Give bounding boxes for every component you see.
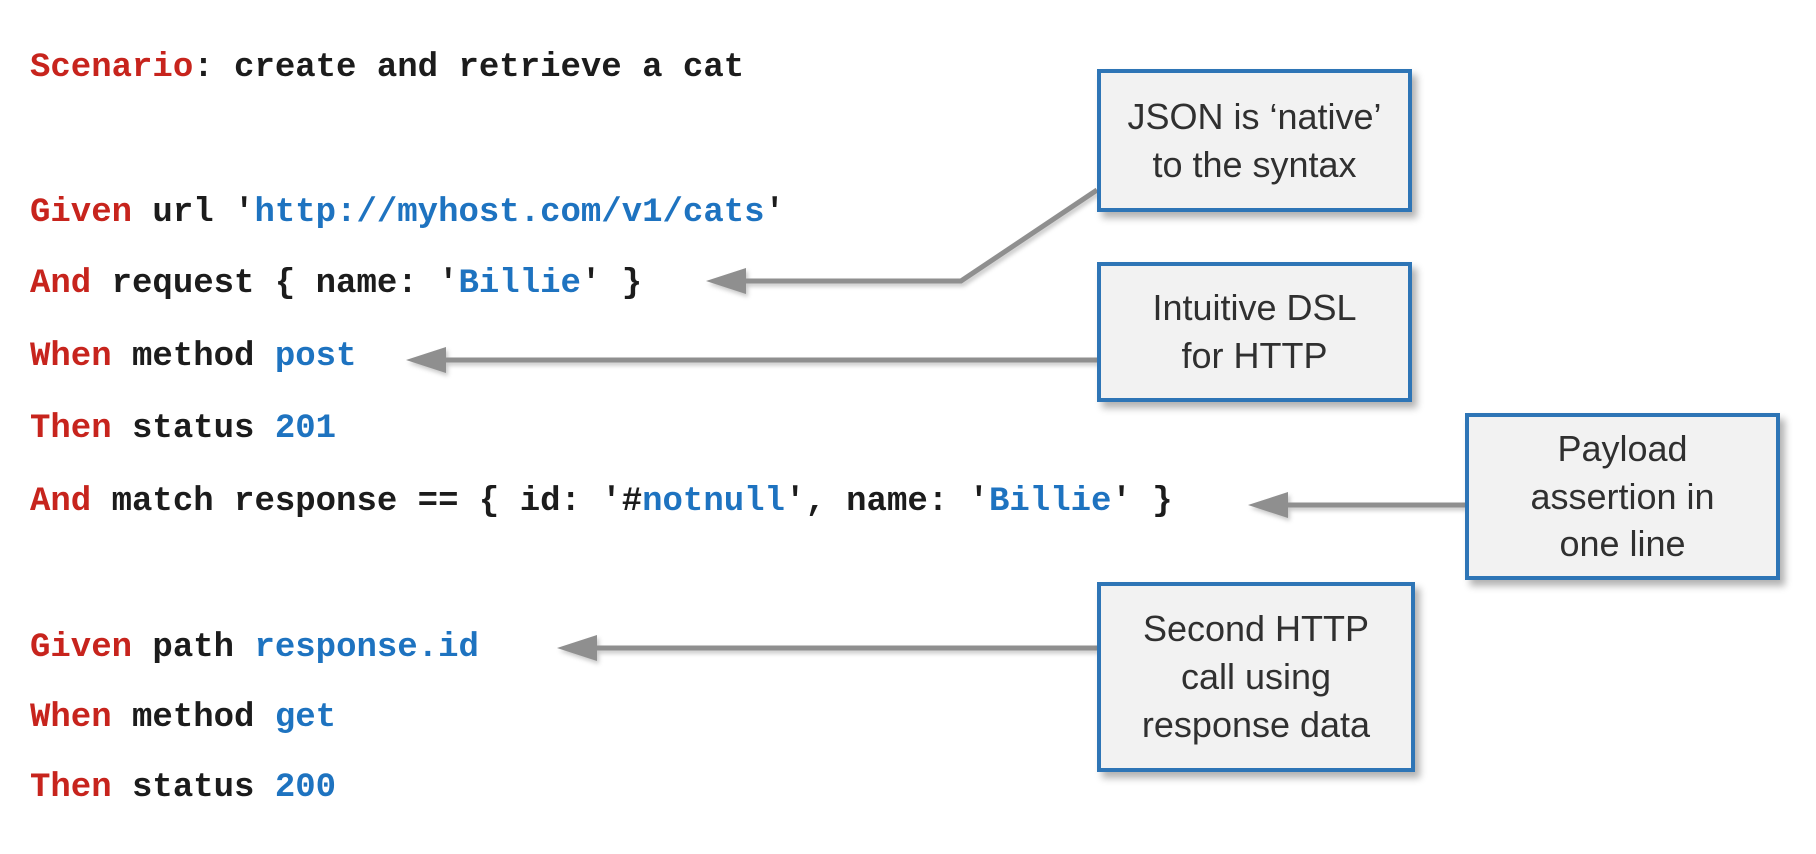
code-line-and-match: And match response == { id: '#notnull', … [30,482,1173,522]
callout-arrow-second-http-call [557,635,1097,661]
code-token: ', name: ' [784,483,989,521]
code-token: get [274,699,337,737]
code-token: post [274,338,357,376]
code-token: status [111,769,275,807]
callout-text: Payload [1557,427,1688,469]
code-token: ' } [1111,483,1173,521]
code-token: url ' [132,194,255,232]
code-token: ' [764,194,785,232]
callout-text: assertion in [1530,475,1715,517]
code-token: method [111,338,275,376]
code-token: Billie [458,265,581,303]
callout-arrow-intuitive-dsl [406,347,1097,373]
code-token: Given [30,629,133,667]
callout-arrow-payload-assertion [1248,492,1465,518]
callout-text: Second HTTP [1142,608,1370,650]
code-line-and-request: And request { name: 'Billie' } [30,264,642,304]
code-token: http://myhost.com/v1/cats [254,194,765,232]
code-line-when-method-get: When method get [30,698,336,738]
code-token: Then [30,769,112,807]
callout-text: one line [1559,523,1686,565]
code-token: And [30,265,92,303]
code-token: match response == { id: '# [91,483,643,521]
code-line-given-url: Given url 'http://myhost.com/v1/cats' [30,193,785,233]
code-token: Given [30,194,133,232]
callout-arrow-json-native [706,187,1099,294]
callout-text: Intuitive DSL [1152,287,1357,329]
code-line-then-status-200: Then status 200 [30,768,336,808]
callout-text: response data [1141,703,1371,745]
code-token: ' } [580,265,643,303]
code-token: Billie [988,483,1112,521]
callout-text: JSON is ‘native’ [1127,95,1382,137]
code-line-when-method-post: When method post [30,337,356,377]
code-token: path [132,629,255,667]
code-token: When [30,699,112,737]
callout-payload-assertion: Payload assertion in one line [1465,413,1780,580]
code-token: : create and retrieve a cat [193,49,745,87]
code-token: request { name: ' [91,265,459,303]
code-token: notnull [642,483,785,521]
code-token: method [111,699,275,737]
callout-text: to the syntax [1152,143,1357,185]
callout-json-native: JSON is ‘native’ to the syntax [1097,69,1412,212]
code-token: status [111,410,275,448]
callout-text: call using [1180,656,1332,698]
code-token: response.id [254,629,479,667]
code-token: When [30,338,112,376]
code-line-scenario: Scenario: create and retrieve a cat [30,48,744,88]
code-token: Scenario [30,49,194,87]
code-line-then-status-201: Then status 201 [30,409,336,449]
code-token: 201 [274,410,337,448]
callout-text: for HTTP [1181,335,1328,376]
code-token: 200 [274,769,337,807]
callout-intuitive-dsl: Intuitive DSL for HTTP [1097,262,1412,402]
code-line-given-path: Given path response.id [30,628,479,668]
callout-second-http-call: Second HTTP call using response data [1097,582,1415,772]
code-token: Then [30,410,112,448]
code-token: And [30,483,92,521]
